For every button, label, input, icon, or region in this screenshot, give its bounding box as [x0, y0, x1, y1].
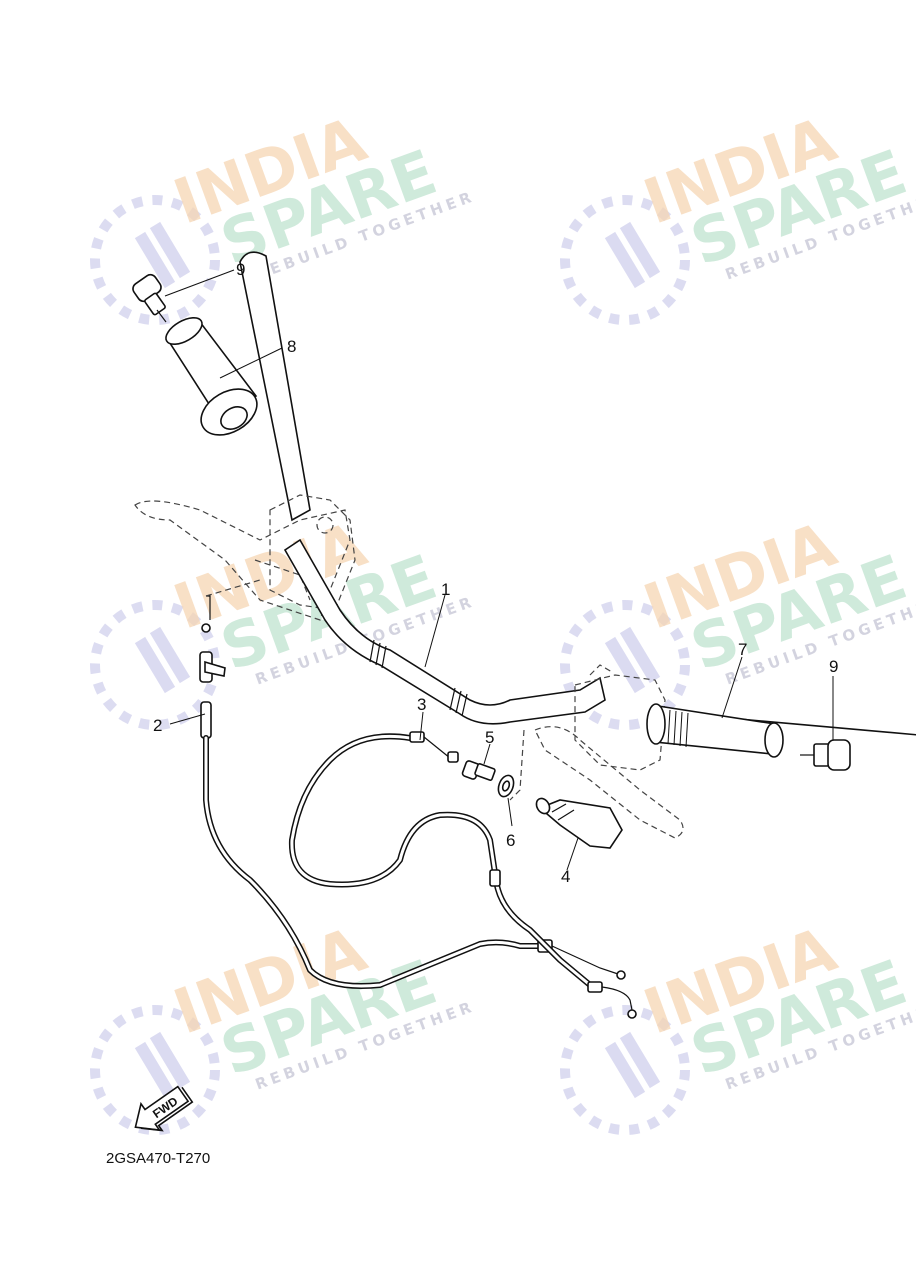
part-9-bar-end-right: [800, 739, 851, 771]
part-5-adjuster-bolt: [461, 760, 496, 781]
leader-lines: [164, 269, 834, 871]
callout-2: 2: [153, 716, 162, 735]
callout-7: 7: [738, 640, 747, 659]
part-6-nut: [497, 729, 525, 801]
watermark-bottom-right: INDIA SPARE REBUILD TOGETHER: [560, 912, 916, 1135]
part-9-bar-end-left: [132, 273, 167, 323]
callout-5: 5: [485, 728, 494, 747]
part-4-cable-cover: [535, 797, 623, 849]
part-1-handlebar: [283, 538, 606, 725]
part-7-right-grip: [646, 703, 916, 758]
part-3-clutch-cable: [288, 731, 637, 1019]
callout-9-right: 9: [829, 657, 838, 676]
handlebar-left-stub: [239, 251, 311, 522]
diagram-reference-code: 2GSA470-T270: [106, 1150, 210, 1167]
callout-8: 8: [287, 337, 296, 356]
ghost-left-lever-assembly: [134, 494, 356, 621]
part-2-throttle-cable: [199, 579, 626, 989]
part-8-throttle-grip: [165, 316, 258, 436]
ghost-right-lever-assembly: [534, 664, 684, 839]
callout-4: 4: [561, 867, 570, 886]
callout-6: 6: [506, 831, 515, 850]
callout-3: 3: [417, 695, 426, 714]
watermark-mid-right: INDIA SPARE REBUILD TOGETHER: [560, 507, 916, 730]
callout-1: 1: [441, 580, 450, 599]
watermark-top-right: INDIA SPARE REBUILD TOGETHER: [560, 102, 916, 325]
callout-9-top: 9: [236, 260, 245, 279]
